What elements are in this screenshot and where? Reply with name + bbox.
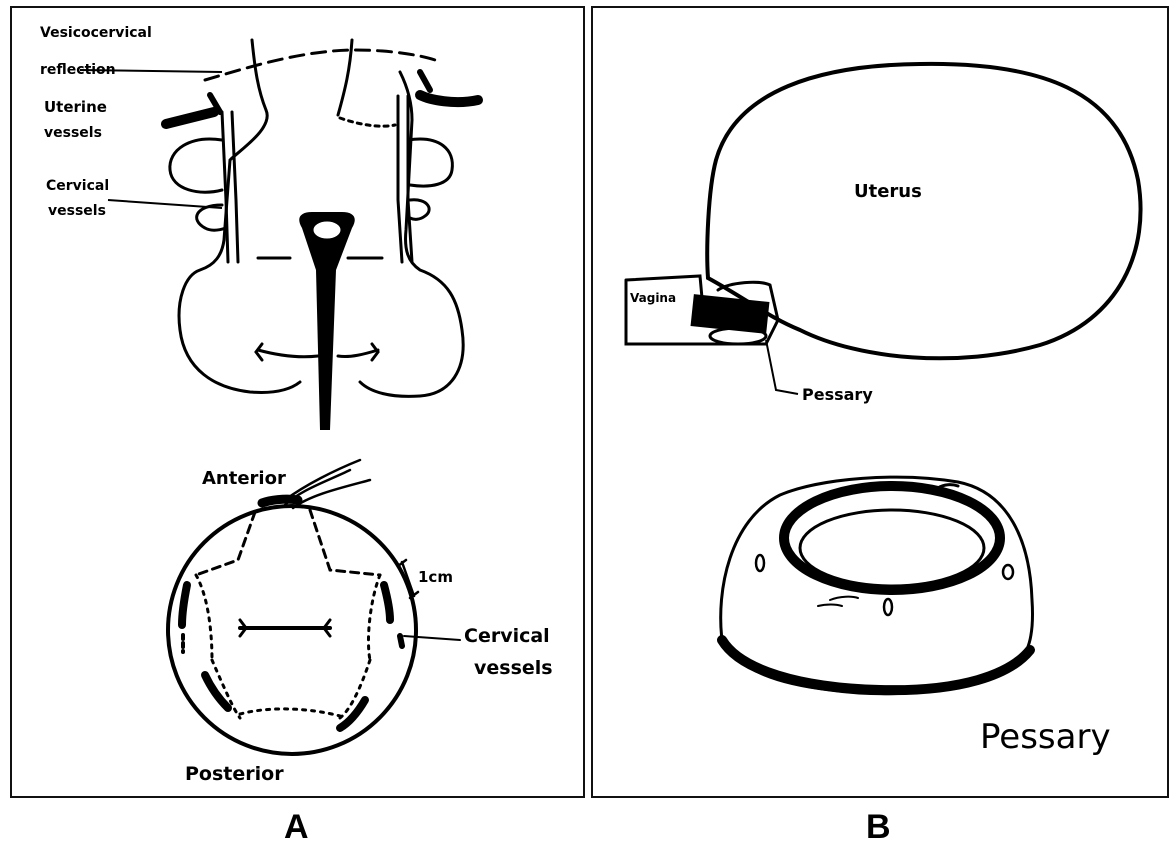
label-vessels-right: vessels	[474, 657, 553, 679]
panel-b-labels: Uterus Vagina Pessary Pessary	[630, 181, 1111, 757]
label-pessary-small: Pessary	[802, 385, 873, 404]
cervix-cross-section	[168, 460, 460, 754]
panel-a-labels: Vesicocervical reflection Uterine vessel…	[40, 25, 553, 785]
label-cervical: Cervical	[46, 178, 109, 194]
label-posterior: Posterior	[185, 763, 284, 785]
cervical-canal	[299, 212, 355, 430]
label-uterine: Uterine	[44, 98, 107, 116]
label-vesicocervical: Vesicocervical	[40, 25, 152, 41]
label-pessary-large: Pessary	[980, 717, 1111, 757]
panel-a-label: A	[284, 808, 309, 847]
label-cervical-vessels: vessels	[48, 203, 106, 219]
label-cervical-right: Cervical	[464, 625, 550, 647]
label-uterus: Uterus	[854, 181, 922, 202]
internal-os	[312, 220, 342, 240]
pessary-illustration	[721, 477, 1033, 694]
label-uterine-vessels: vessels	[44, 125, 102, 141]
panel-b-label: B	[866, 808, 891, 847]
label-1cm: 1cm	[418, 568, 453, 586]
label-anterior: Anterior	[202, 468, 286, 489]
label-vagina: Vagina	[630, 291, 676, 305]
